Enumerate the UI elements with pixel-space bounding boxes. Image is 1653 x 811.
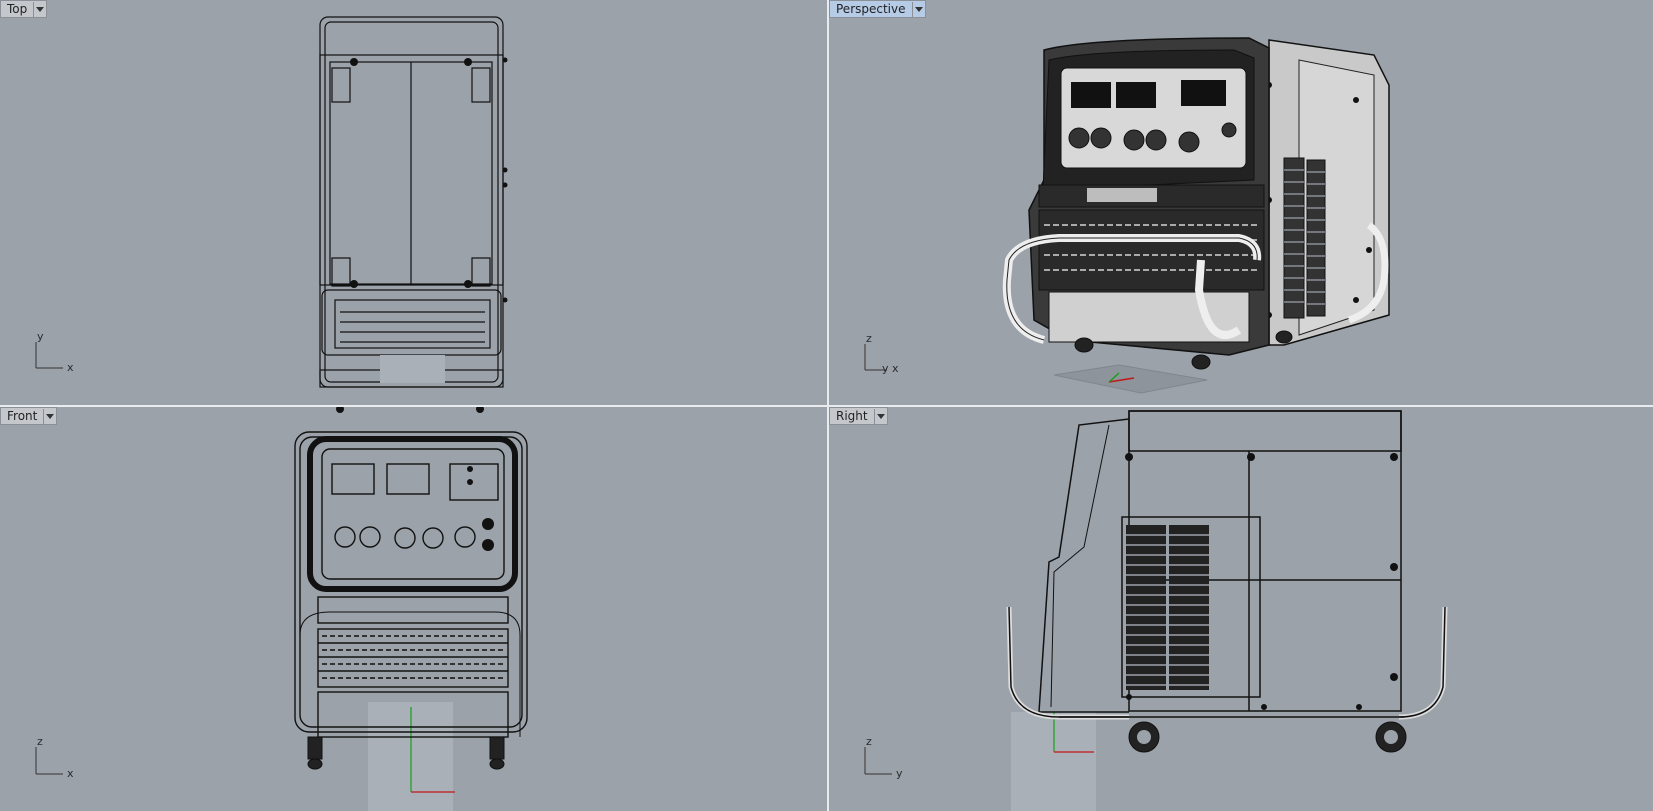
perspective-view-drawing: z y x (864, 37, 1390, 394)
front-view-drawing: z x (35, 407, 528, 811)
axis-widget-perspective: z y x (864, 332, 899, 375)
chevron-down-icon[interactable] (873, 408, 887, 424)
axis-label-x: x (67, 361, 74, 374)
viewport-right[interactable]: z y Right (829, 407, 1653, 811)
viewport-divider-horizontal[interactable] (0, 405, 1653, 407)
chevron-down-icon[interactable] (911, 1, 925, 17)
axis-label-y: y (896, 767, 903, 780)
right-view-drawing: z y (864, 410, 1448, 811)
axis-label-y: y (37, 330, 44, 343)
viewport-front[interactable]: z x Front (0, 407, 827, 811)
axis-widget-top: y x (35, 330, 74, 374)
top-view-drawing: y x (35, 16, 508, 388)
tab-front[interactable]: Front (0, 407, 58, 425)
grid-patch (380, 355, 445, 383)
axis-label-y: y (882, 362, 889, 375)
viewport-title: Right (836, 408, 868, 423)
viewport-title: Perspective (836, 1, 906, 16)
axis-widget-right: z y (864, 735, 903, 780)
axis-label-z: z (866, 735, 872, 748)
chevron-down-icon[interactable] (33, 1, 46, 17)
viewport-title: Top (7, 1, 28, 16)
axis-widget-front: z x (35, 735, 74, 780)
tab-right[interactable]: Right (829, 407, 888, 425)
viewport-perspective[interactable]: z y x Perspective (829, 0, 1653, 405)
chevron-down-icon[interactable] (43, 408, 56, 424)
tab-perspective[interactable]: Perspective (829, 0, 926, 18)
viewport-top[interactable]: y x Top (0, 0, 827, 405)
axis-label-z: z (866, 332, 872, 345)
axis-label-x: x (892, 362, 899, 375)
tab-top[interactable]: Top (0, 0, 48, 18)
axis-label-x: x (67, 767, 74, 780)
viewport-title: Front (7, 408, 38, 423)
axis-label-z: z (37, 735, 43, 748)
